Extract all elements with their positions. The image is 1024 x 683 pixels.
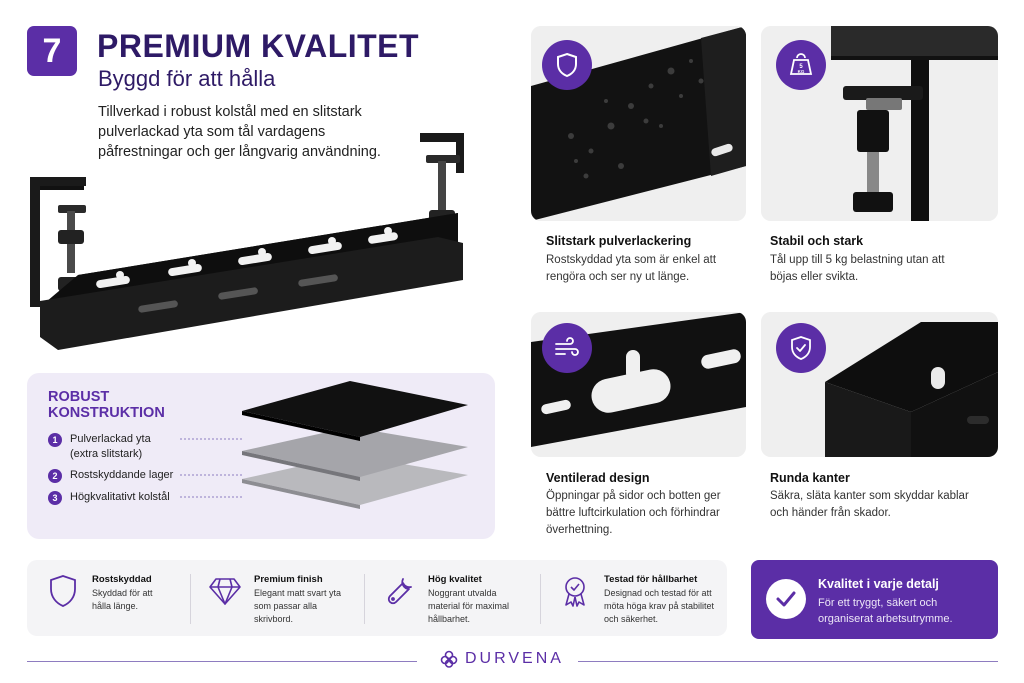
- layer-label: Pulverlackad yta (extra slitstark): [70, 433, 151, 460]
- shield-check-icon: [776, 323, 826, 373]
- quality-title: Kvalitet i varje detalj: [818, 577, 939, 591]
- benefit-desc: Elegant matt svart yta som passar alla s…: [254, 588, 342, 624]
- footer-line-right: [578, 661, 998, 662]
- wind-icon: [542, 323, 592, 373]
- footer-line-left: [27, 661, 417, 662]
- benefit-rust-protected: Rostskyddad Skyddad för att hålla länge.: [44, 572, 154, 613]
- wrench-icon: [380, 572, 418, 610]
- benefit-desc: Noggrant utvalda material för maximal hå…: [428, 588, 510, 624]
- checkmark-icon: [766, 579, 806, 619]
- feature-desc: Rostskyddad yta som är enkel att rengöra…: [546, 254, 717, 283]
- feature-desc: Tål upp till 5 kg belastning utan att bö…: [770, 254, 945, 283]
- material-layers-illustration: [180, 381, 468, 509]
- feature-title: Ventilerad design: [546, 471, 650, 485]
- shield-icon: [542, 40, 592, 90]
- brand-logo: DURVENA: [440, 650, 564, 668]
- svg-text:5: 5: [799, 64, 803, 70]
- layer-label: Rostskyddande lager: [70, 469, 174, 481]
- feature-title: Stabil och stark: [770, 234, 864, 248]
- layers-title: ROBUST KONSTRUKTION: [48, 389, 165, 421]
- clamp-photo: [761, 26, 998, 221]
- svg-text:KG: KG: [798, 69, 805, 74]
- shield-outline-icon: [44, 572, 82, 610]
- weight-icon: 5 KG: [776, 40, 826, 90]
- intro-text: Tillverkad i robust kolstål med en slits…: [98, 104, 381, 160]
- strip-divider: [540, 574, 541, 624]
- benefit-premium-finish: Premium finish Elegant matt svart yta so…: [206, 572, 354, 626]
- benefit-high-quality: Hög kvalitet Noggrant utvalda material f…: [380, 572, 528, 626]
- cable-tray-product-image: [30, 133, 464, 350]
- benefit-desc: Designad och testad för att möta höga kr…: [604, 588, 715, 624]
- benefit-tested-durability: Testad för hållbarhet Designad och testa…: [556, 572, 716, 626]
- section-number-badge: 7: [27, 26, 77, 76]
- feature-desc: Öppningar på sidor och botten ger bättre…: [546, 490, 721, 536]
- layer-number: 3: [48, 491, 62, 505]
- layer-number: 2: [48, 469, 62, 483]
- feature-title: Slitstark pulverlackering: [546, 234, 692, 248]
- layer-item-3: 3 Högkvalitativt kolstål: [48, 490, 180, 505]
- page-subtitle: Byggd för att hålla: [98, 66, 276, 91]
- award-icon: [556, 572, 594, 610]
- benefit-title: Testad för hållbarhet: [604, 574, 698, 585]
- feature-title: Runda kanter: [770, 471, 850, 485]
- layer-label: Högkvalitativt kolstål: [70, 491, 170, 503]
- layer-number: 1: [48, 433, 62, 447]
- strip-divider: [190, 574, 191, 624]
- flower-logo-icon: [440, 650, 458, 668]
- benefit-title: Hög kvalitet: [428, 574, 482, 585]
- layer-item-1: 1 Pulverlackad yta (extra slitstark): [48, 432, 180, 462]
- section-number: 7: [42, 31, 62, 70]
- rounded-edges-photo: [761, 312, 998, 457]
- benefit-title: Rostskyddad: [92, 574, 152, 585]
- layer-item-2: 2 Rostskyddande lager: [48, 468, 180, 483]
- benefit-title: Premium finish: [254, 574, 323, 585]
- brand-name: DURVENA: [465, 650, 564, 667]
- diamond-icon: [206, 572, 244, 610]
- quality-desc: För ett tryggt, säkert och organiserat a…: [818, 597, 953, 625]
- strip-divider: [364, 574, 365, 624]
- benefits-strip: [27, 560, 727, 636]
- feature-desc: Säkra, släta kanter som skyddar kablar o…: [770, 490, 969, 519]
- benefit-desc: Skyddad för att hålla länge.: [92, 588, 153, 611]
- page-title: PREMIUM KVALITET: [97, 28, 420, 64]
